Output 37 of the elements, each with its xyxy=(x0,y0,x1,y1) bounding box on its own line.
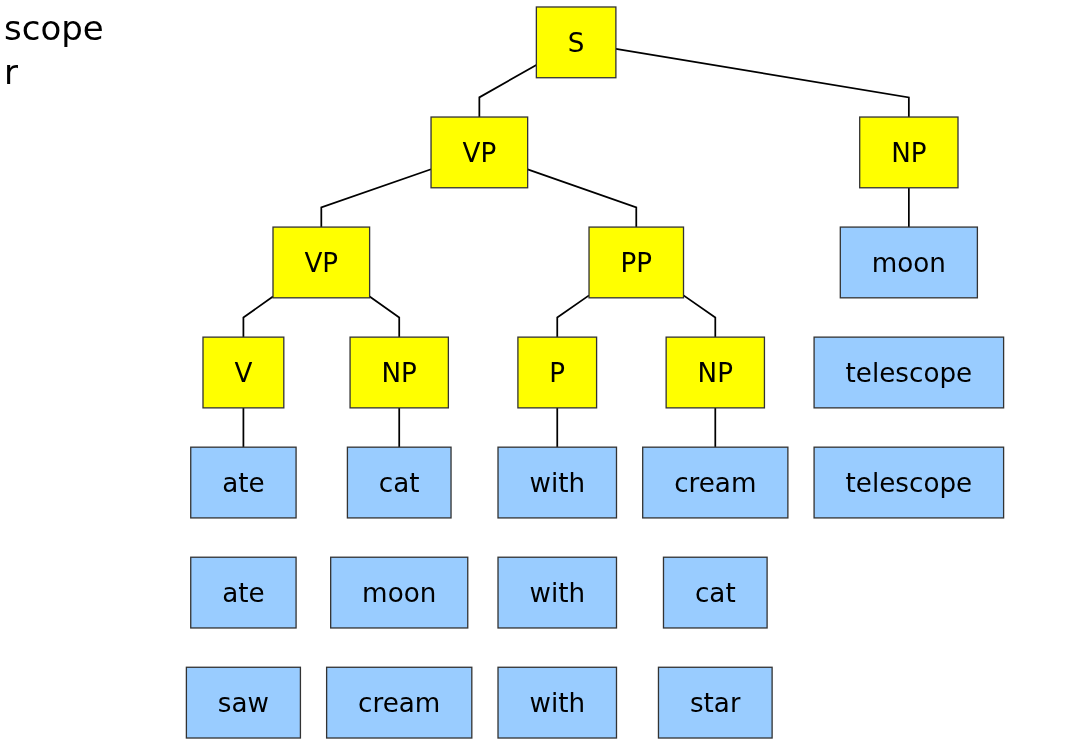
connector xyxy=(556,407,559,449)
node-box: cream xyxy=(642,446,789,519)
node-box: NP xyxy=(859,116,959,189)
node-box: cream xyxy=(325,666,473,739)
node-box: moon xyxy=(330,556,469,629)
connector xyxy=(242,407,245,449)
node-box: VP xyxy=(430,116,529,189)
node-box: telescope xyxy=(813,336,1005,409)
node-box: with xyxy=(497,666,618,739)
node-box: telescope xyxy=(813,446,1005,519)
node-box: cat xyxy=(662,556,768,629)
connector xyxy=(714,407,717,449)
connector xyxy=(368,295,401,338)
node-box: PP xyxy=(588,226,685,299)
connector xyxy=(398,407,401,449)
connector xyxy=(556,294,590,338)
node-box: ate xyxy=(190,556,297,629)
node-box: star xyxy=(657,666,773,739)
node-box: V xyxy=(202,336,285,409)
connector xyxy=(242,295,274,338)
note-text: r xyxy=(4,51,19,94)
connector xyxy=(682,294,717,338)
node-box: with xyxy=(497,556,618,629)
connector xyxy=(320,168,432,228)
connector xyxy=(615,48,910,118)
node-box: NP xyxy=(665,336,766,409)
node-box: VP xyxy=(272,226,371,299)
node-box: NP xyxy=(349,336,450,409)
node-box: P xyxy=(517,336,598,409)
node-box: S xyxy=(535,6,617,79)
node-box: moon xyxy=(839,226,979,299)
node-box: ate xyxy=(190,446,297,519)
node-box: cat xyxy=(346,446,452,519)
connector xyxy=(907,186,910,228)
note-text: scope xyxy=(4,7,104,50)
node-box: saw xyxy=(185,666,302,739)
node-box: with xyxy=(497,446,618,519)
